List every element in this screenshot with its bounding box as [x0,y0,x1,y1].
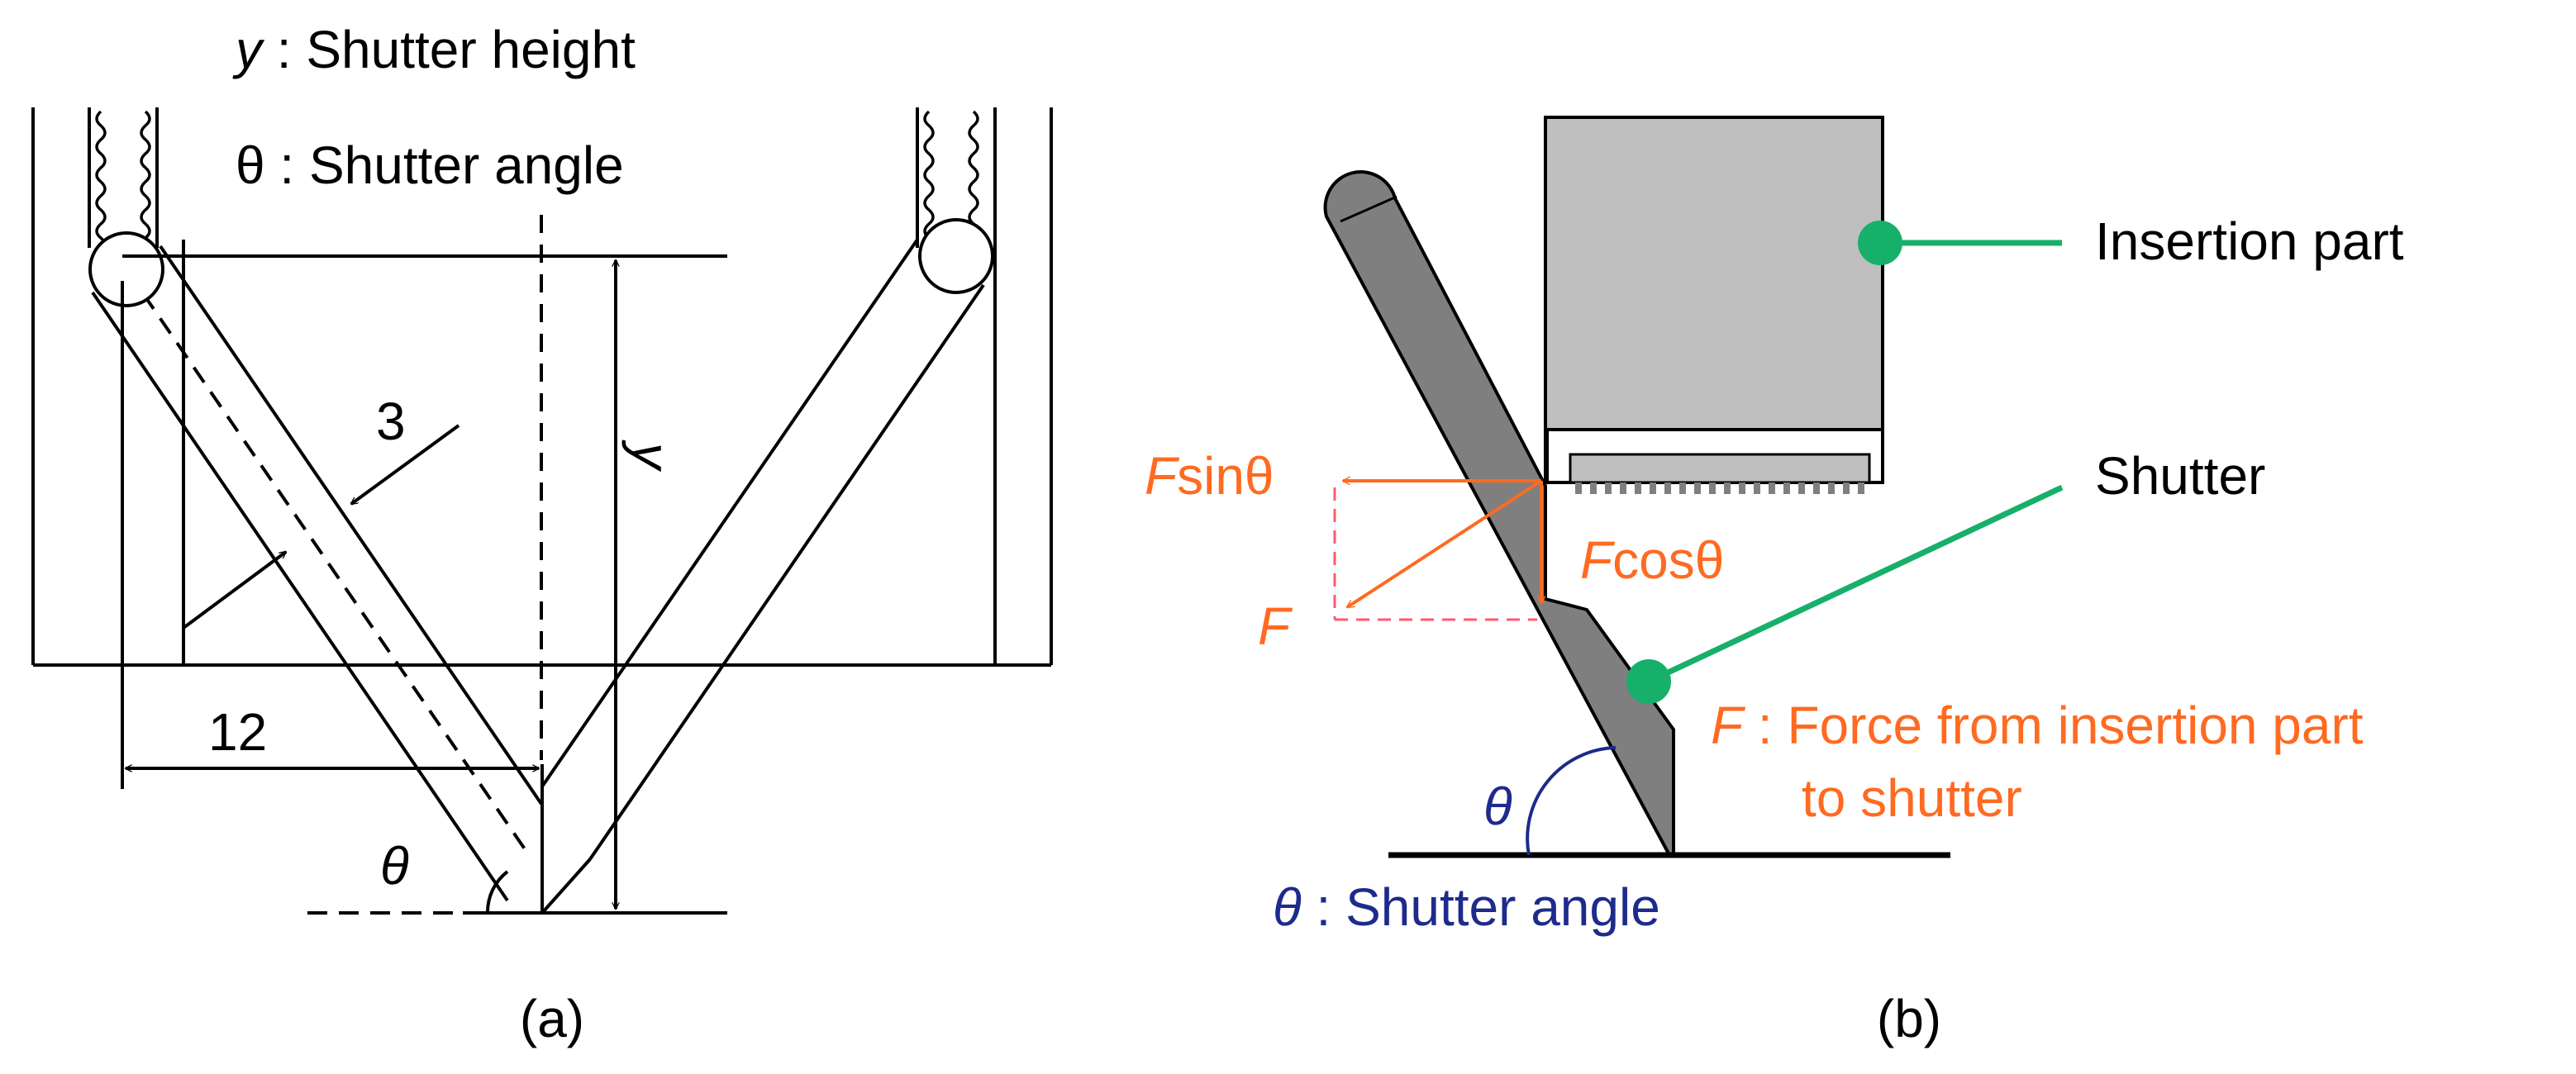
thickness-dimension [182,424,460,630]
force-definition-line1: F : Force from insertion part [1711,696,2364,755]
fsin-label: Fsinθ [1145,446,1274,506]
leader-lines [1626,221,2064,704]
legend-angle: θ : Shutter angle [236,135,624,195]
insertion-part [1544,116,1884,484]
angle-arc-b [1526,746,1617,856]
angle-definition: θ : Shutter angle [1273,877,1660,937]
force-vectors [1343,479,1543,609]
caption-b: (b) [1877,989,1941,1048]
force-definition-line2: to shutter [1802,768,2022,828]
shutter-leader [1647,484,2064,685]
left-shutter-bar [88,231,544,913]
shutter-leader-dot [1626,659,1671,704]
shutter-label: Shutter [2095,446,2265,506]
force-parallelogram [1333,487,1537,621]
panel-b [1323,116,2064,858]
panel-a [31,107,1053,915]
width-value: 12 [208,702,267,762]
caption-a: (a) [520,989,584,1048]
insertion-part-label: Insertion part [2095,211,2404,271]
angle-symbol-b: θ [1483,777,1512,836]
legend-height: y : Shutter height [232,20,636,79]
shutter-body [1323,170,1675,857]
f-label: F [1258,596,1293,656]
insertion-leader-dot [1858,221,1902,265]
width-dimension [121,281,539,789]
f-arrow [1347,479,1543,609]
right-housing [916,107,1053,665]
angle-symbol-a: θ [380,836,409,896]
fcos-label: Fcosθ [1580,530,1724,590]
height-value: y [621,440,681,473]
thickness-value: 3 [376,392,406,451]
shutter-tip-seam [1340,195,1398,223]
right-shutter-bar [540,218,994,915]
angle-arc-a [485,870,509,914]
insertion-teeth [1575,482,1864,494]
